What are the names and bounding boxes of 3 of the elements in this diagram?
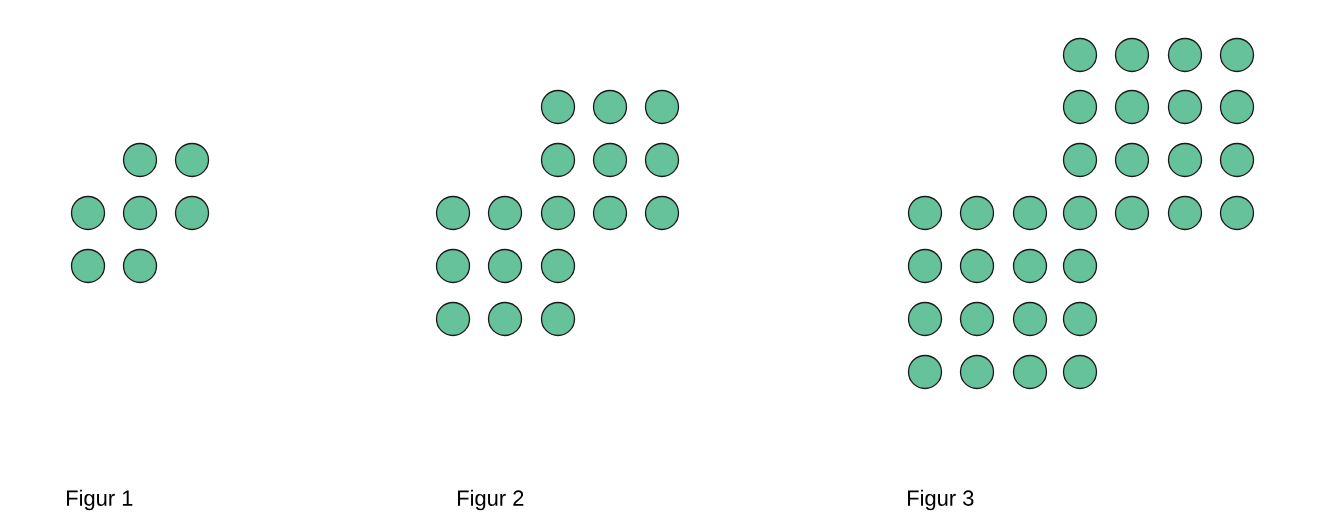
figure-label: Figur 1 [67,489,133,511]
figure-label: Figur 2 [458,489,524,511]
figure-label: Figur 3 [908,489,974,511]
